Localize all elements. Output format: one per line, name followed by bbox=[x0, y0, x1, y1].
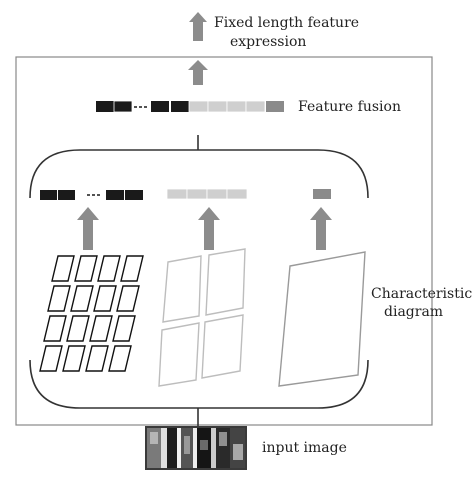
fusion-output-arrow bbox=[188, 60, 208, 85]
feature-map-2x2 bbox=[158, 248, 246, 387]
fused-feature-vector bbox=[96, 100, 284, 113]
characteristic-label-line2: diagram bbox=[384, 304, 443, 320]
characteristic-label-line1: Characteristic bbox=[371, 286, 472, 302]
pooling-bracket bbox=[29, 135, 369, 426]
level1-arrow bbox=[77, 207, 99, 250]
level2-feature-vector bbox=[166, 188, 248, 200]
feature-map-4x4 bbox=[39, 255, 144, 372]
level2-arrow bbox=[198, 207, 220, 250]
level3-feature-vector bbox=[313, 189, 331, 199]
input-image bbox=[145, 426, 247, 470]
feature-map-1x1 bbox=[278, 251, 366, 387]
output-label-line2: expression bbox=[230, 34, 306, 50]
outer-frame bbox=[15, 56, 433, 426]
output-arrow bbox=[189, 12, 207, 41]
fusion-label: Feature fusion bbox=[298, 99, 401, 115]
level3-arrow bbox=[310, 207, 332, 250]
output-label-line1: Fixed length feature bbox=[214, 15, 359, 31]
level1-feature-vector bbox=[40, 190, 143, 200]
input-image-label: input image bbox=[262, 440, 347, 456]
